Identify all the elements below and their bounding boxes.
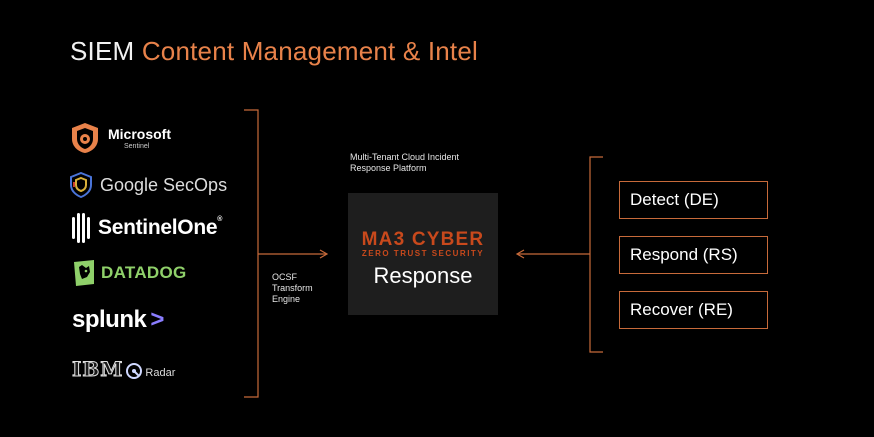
radar-label: Radar xyxy=(145,367,176,379)
microsoft-sentinel-logo: Microsoft Sentinel xyxy=(70,122,171,154)
product-name: Response xyxy=(373,263,473,288)
ocsf-label-line1: OCSF xyxy=(272,272,298,282)
google-secops-label: Google SecOps xyxy=(100,174,228,195)
title-part-siem: SIEM xyxy=(70,36,135,66)
ibm-qradar-logo: IBM Radar xyxy=(71,357,176,382)
sentinelone-logo: SentinelOne® xyxy=(70,213,222,243)
ocsf-transform-label: OCSF Transform Engine xyxy=(272,272,332,305)
registered-mark: ® xyxy=(217,216,223,223)
google-secops-logo: Google SecOps xyxy=(70,172,227,198)
platform-label-line1: Multi-Tenant Cloud Incident xyxy=(350,152,460,162)
brand-tagline: ZERO TRUST SECURITY xyxy=(361,249,485,258)
title-part-content: Content Management & Intel xyxy=(141,36,478,66)
ocsf-label-line2: Transform xyxy=(272,283,313,293)
qradar-icon xyxy=(126,363,143,379)
response-platform-box: MA3 CYBER ZERO TRUST SECURITY Response xyxy=(348,193,498,315)
platform-label-line2: Response Platform xyxy=(350,163,427,173)
datadog-dog-icon xyxy=(74,260,94,286)
function-recover: Recover (RE) xyxy=(619,291,768,329)
sentinelone-icon xyxy=(72,213,90,243)
platform-label: Multi-Tenant Cloud Incident Response Pla… xyxy=(350,152,500,174)
google-secops-shield-icon xyxy=(70,172,92,198)
datadog-logo: DATADOG xyxy=(72,259,187,287)
page-title: SIEM Content Management & Intel xyxy=(70,36,478,67)
microsoft-label: Microsoft xyxy=(108,126,171,142)
function-respond: Respond (RS) xyxy=(619,236,768,274)
right-bracket xyxy=(589,156,603,353)
ocsf-label-line3: Engine xyxy=(272,294,301,304)
left-bracket xyxy=(244,109,259,398)
microsoft-sentinel-icon xyxy=(72,123,98,153)
function-detect: Detect (DE) xyxy=(619,181,768,219)
datadog-label: DATADOG xyxy=(101,263,187,282)
right-arrow-head xyxy=(515,249,525,259)
splunk-logo: splunk > xyxy=(72,306,164,334)
brand-name: MA3 CYBER xyxy=(361,229,485,250)
sentinel-label: Sentinel xyxy=(124,143,150,150)
sentinelone-label: SentinelOne® xyxy=(98,216,223,239)
splunk-label: splunk xyxy=(72,306,147,333)
splunk-chevron-icon: > xyxy=(150,306,165,333)
ibm-label: IBM xyxy=(71,357,124,382)
left-arrow-head xyxy=(319,249,329,259)
